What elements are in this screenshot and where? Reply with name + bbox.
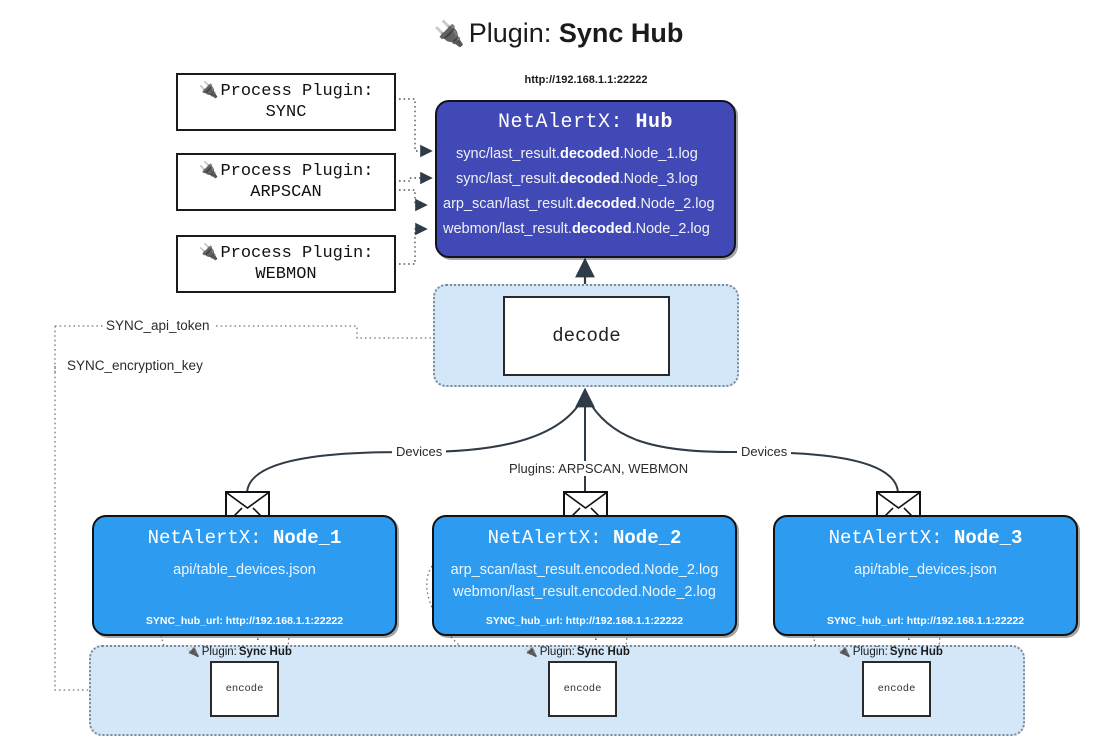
encode-plugin-prefix: Plugin:	[852, 645, 888, 658]
decode-box[interactable]: decode	[503, 296, 670, 376]
encode-plugin-prefix: Plugin:	[539, 645, 575, 658]
hub-log-em: decoded	[559, 170, 620, 187]
process-plugin-label: Process Plugin:	[220, 243, 374, 263]
node-title-prefix: NetAlertX:	[147, 527, 262, 549]
hub-log-line: sync/last_result.decoded.Node_3.log	[443, 167, 728, 192]
node-hub-url: SYNC_hub_url: http://192.168.1.1:22222	[826, 615, 1025, 627]
node-hub-url: SYNC_hub_url: http://192.168.1.1:22222	[145, 615, 344, 627]
encode-plugin-tag: 🔌 Plugin: Sync Hub	[524, 645, 630, 659]
node-title: NetAlertX: Node_2	[434, 527, 735, 549]
plug-icon: 🔌	[186, 646, 200, 658]
node-title: NetAlertX: Node_3	[775, 527, 1076, 549]
plug-icon: 🔌	[524, 646, 538, 658]
node-title-name: Node_1	[273, 527, 342, 549]
process-plugin-name: SYNC	[265, 103, 307, 122]
page-title-name: Sync Hub	[558, 18, 684, 48]
hub-log-post: .Node_3.log	[619, 170, 698, 187]
plug-icon: 🔌	[433, 20, 465, 48]
node-line: api/table_devices.json	[173, 562, 316, 578]
hub-node[interactable]: NetAlertX: Hub sync/last_result.decoded.…	[435, 100, 736, 258]
node-line: arp_scan/last_result.encoded.Node_2.log	[450, 562, 719, 578]
node-body: api/table_devices.json	[94, 559, 395, 581]
hub-log-em: decoded	[576, 195, 637, 212]
node-line: webmon/last_result.encoded.Node_2.log	[453, 584, 716, 601]
node-3[interactable]: NetAlertX: Node_3 api/table_devices.json…	[773, 515, 1078, 636]
process-plugin-arpscan-box[interactable]: 🔌 Process Plugin: ARPSCAN	[176, 153, 396, 211]
hub-log-em: decoded	[559, 146, 620, 162]
node-body: arp_scan/last_result.encoded.Node_2.log …	[434, 559, 735, 604]
node-title-name: Node_3	[954, 527, 1023, 549]
hub-log-list: sync/last_result.decoded.Node_1.log sync…	[437, 142, 734, 242]
plug-icon: 🔌	[837, 646, 851, 658]
hub-log-line: arp_scan/last_result.decoded.Node_2.log	[443, 192, 728, 217]
process-plugin-sync-box[interactable]: 🔌 Process Plugin: SYNC	[176, 73, 396, 131]
hub-log-post: .Node_1.log	[619, 146, 698, 162]
hub-log-em: decoded	[571, 220, 632, 237]
sync-encryption-key-label: SYNC_encryption_key	[64, 358, 206, 373]
hub-url-label: http://192.168.1.1:22222	[524, 74, 648, 86]
node-title: NetAlertX: Node_1	[94, 527, 395, 549]
page-title: 🔌Plugin: Sync Hub	[0, 18, 1117, 49]
encode-plugin-name: Sync Hub	[238, 645, 292, 658]
node-hub-url: SYNC_hub_url: http://192.168.1.1:22222	[485, 615, 684, 627]
hub-log-pre: sync/last_result.	[456, 146, 560, 162]
hub-title-name: Hub	[635, 111, 674, 134]
hub-log-line: webmon/last_result.decoded.Node_2.log	[443, 217, 728, 242]
encode-box-node-2[interactable]: encode	[548, 661, 617, 717]
process-plugin-webmon-box[interactable]: 🔌 Process Plugin: WEBMON	[176, 235, 396, 293]
encode-plugin-name: Sync Hub	[889, 645, 943, 658]
encode-box-node-1[interactable]: encode	[210, 661, 279, 717]
process-plugin-name: ARPSCAN	[250, 183, 322, 202]
hub-title-prefix: NetAlertX:	[497, 111, 623, 134]
plug-icon: 🔌	[198, 162, 219, 180]
process-plugin-label: Process Plugin:	[220, 81, 374, 101]
encode-plugin-tag: 🔌 Plugin: Sync Hub	[837, 645, 943, 659]
node-title-name: Node_2	[613, 527, 682, 549]
process-plugin-name: WEBMON	[255, 265, 317, 284]
sync-api-token-label: SYNC_api_token	[103, 318, 213, 333]
plug-icon: 🔌	[198, 244, 219, 262]
hub-log-pre: arp_scan/last_result.	[443, 195, 577, 212]
encode-plugin-name: Sync Hub	[576, 645, 630, 658]
devices-left-label: Devices	[392, 444, 447, 459]
encode-box-node-3[interactable]: encode	[862, 661, 931, 717]
hub-log-line: sync/last_result.decoded.Node_1.log	[443, 142, 728, 167]
hub-log-pre: sync/last_result.	[456, 170, 560, 187]
node-title-prefix: NetAlertX:	[828, 527, 943, 549]
node-1[interactable]: NetAlertX: Node_1 api/table_devices.json…	[92, 515, 397, 636]
hub-log-post: .Node_2.log	[631, 220, 710, 237]
hub-log-post: .Node_2.log	[636, 195, 715, 212]
node-line: api/table_devices.json	[854, 562, 997, 578]
encode-plugin-tag: 🔌 Plugin: Sync Hub	[186, 645, 292, 659]
encode-plugin-prefix: Plugin:	[201, 645, 237, 658]
node-title-prefix: NetAlertX:	[487, 527, 602, 549]
hub-log-pre: webmon/last_result.	[443, 220, 572, 237]
devices-right-label: Devices	[737, 444, 792, 459]
hub-title: NetAlertX: Hub	[437, 111, 734, 134]
plug-icon: 🔌	[198, 82, 219, 100]
page-title-prefix: Plugin:	[468, 18, 552, 48]
node-body: api/table_devices.json	[775, 559, 1076, 581]
node-2[interactable]: NetAlertX: Node_2 arp_scan/last_result.e…	[432, 515, 737, 636]
plugins-center-label: Plugins: ARPSCAN, WEBMON	[505, 461, 693, 476]
process-plugin-label: Process Plugin:	[220, 161, 374, 181]
